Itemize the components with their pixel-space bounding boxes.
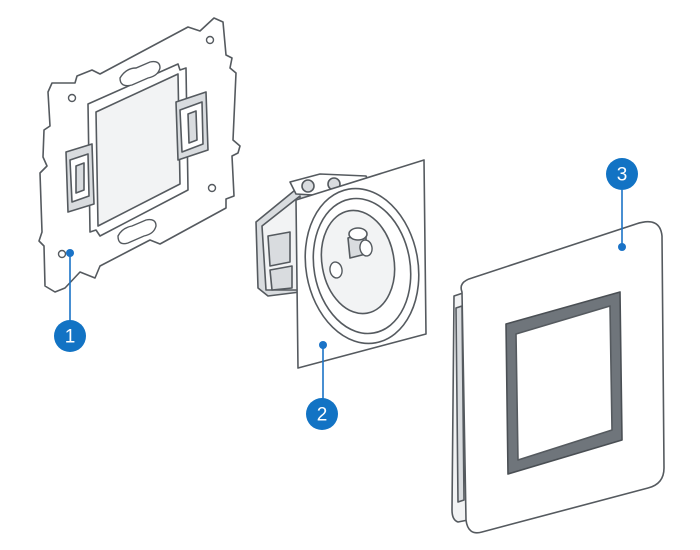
- callout-2: 2: [306, 341, 338, 430]
- callout-3-label: 3: [617, 165, 628, 186]
- socket-mechanism: [255, 159, 427, 369]
- callout-1: 1: [54, 249, 86, 352]
- cover-plate: [451, 220, 665, 534]
- callout-3: 3: [606, 158, 638, 251]
- callout-1-label: 1: [65, 327, 76, 348]
- callout-2-label: 2: [317, 405, 328, 426]
- mounting-frame: [38, 17, 241, 293]
